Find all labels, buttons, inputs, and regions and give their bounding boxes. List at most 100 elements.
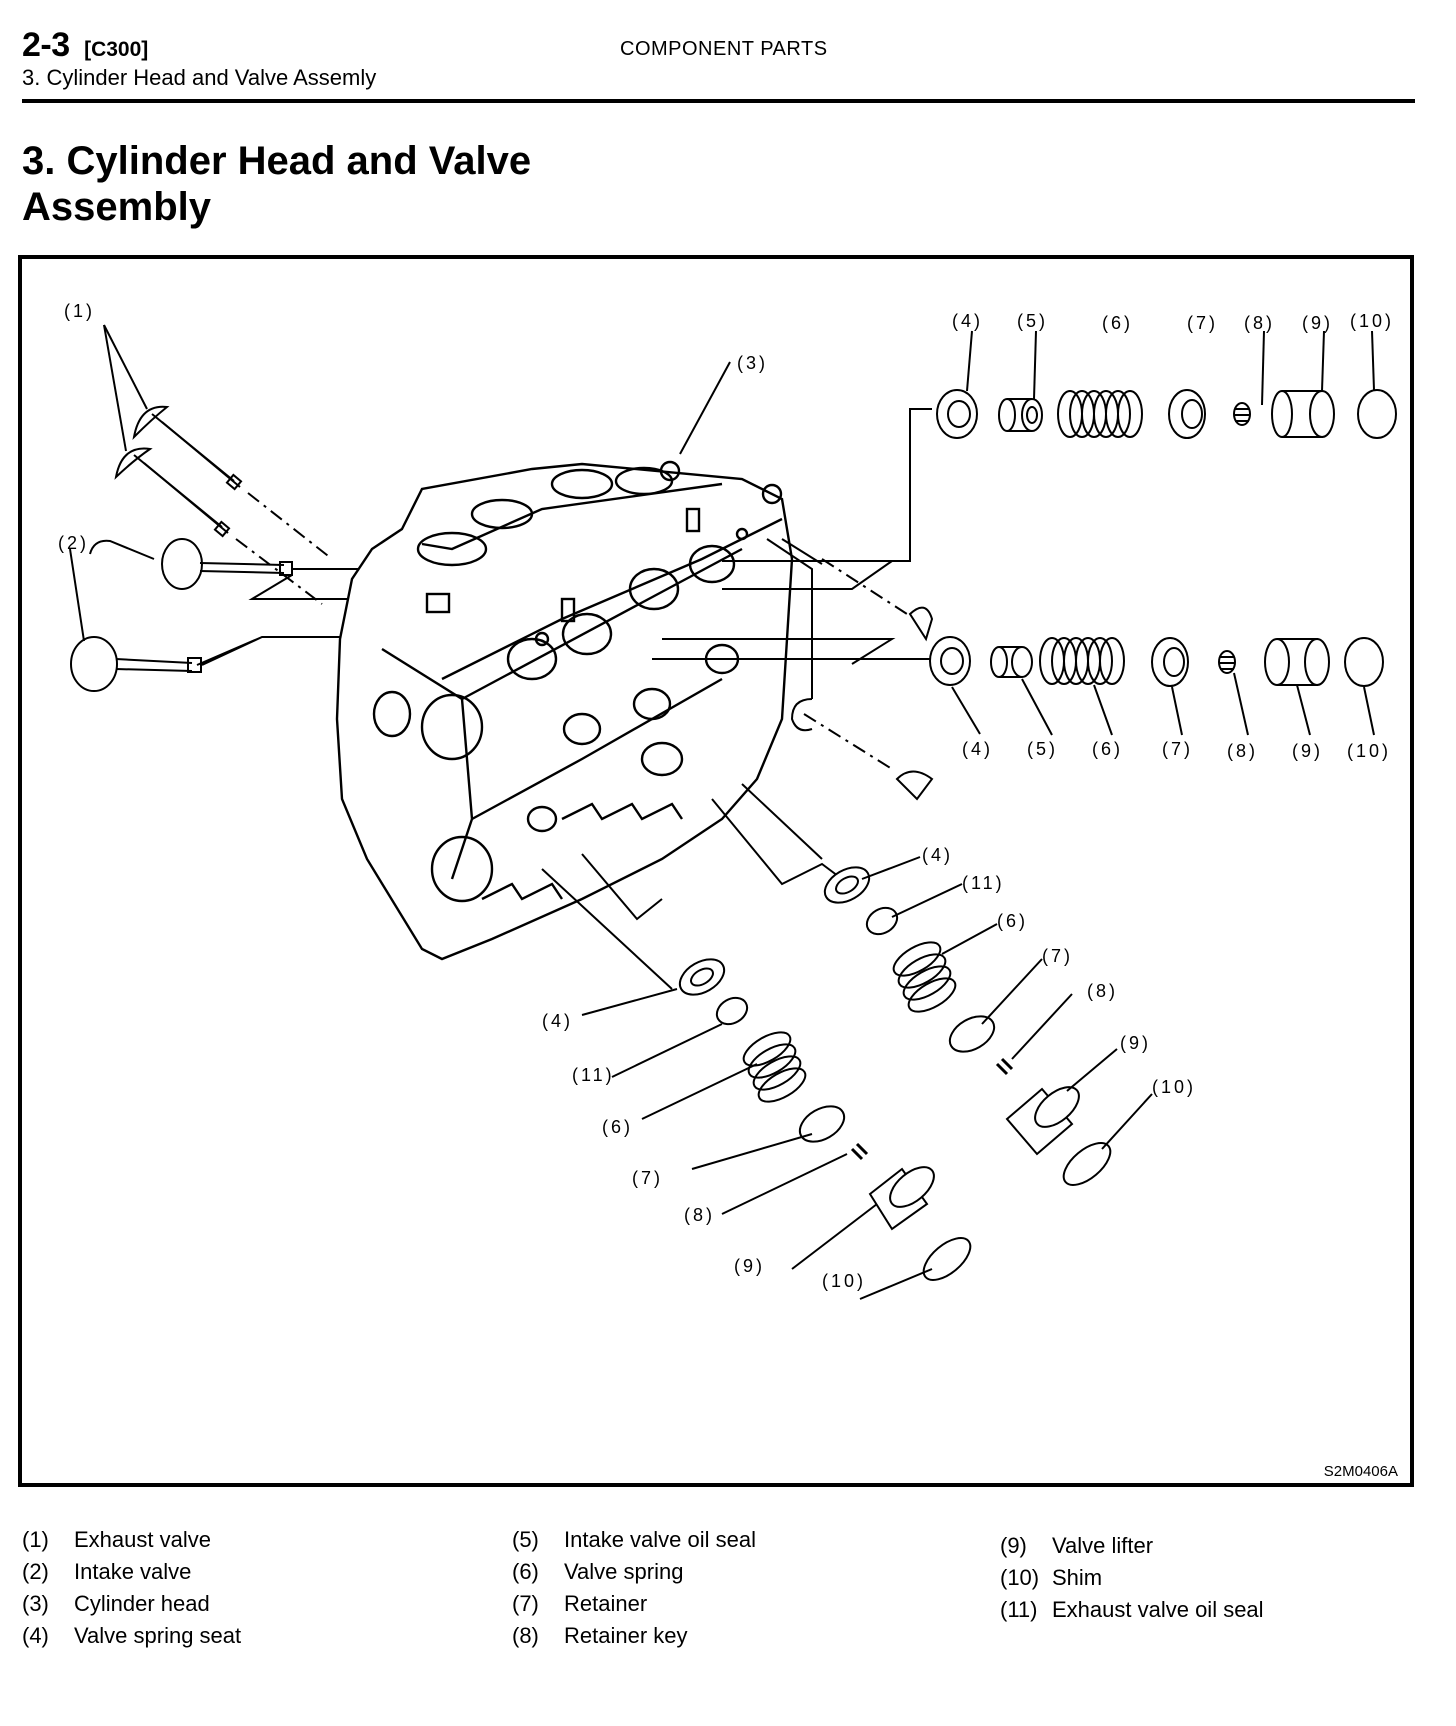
exploded-diagram: (1) (2) (3) (4) (5) (6) (7) (8) (9) (10)… xyxy=(58,301,1397,1300)
legend-number: (8) xyxy=(512,1623,539,1648)
exhaust-valve-1 xyxy=(132,405,243,491)
top-retainer xyxy=(1168,389,1206,439)
callout-mid-9: (9) xyxy=(1292,741,1323,761)
legend-item: (3) Cylinder head xyxy=(22,1588,241,1620)
legend-item: (4)Valve spring seat xyxy=(22,1620,241,1652)
exhaust-valve-2 xyxy=(114,447,231,538)
callout-right-9: (9) xyxy=(1120,1033,1151,1053)
right-valve-spring xyxy=(892,941,957,1013)
bottom-shim xyxy=(922,1237,972,1281)
right-retainer-key xyxy=(995,1057,1014,1076)
right-retainer xyxy=(948,1015,996,1053)
legend-number: (7) xyxy=(512,1591,539,1616)
legend-label: Cylinder head xyxy=(74,1591,210,1616)
top-valve-lifter xyxy=(1271,390,1335,438)
mid-valve-lifter xyxy=(1264,638,1330,686)
exploded-view-figure: (1) (2) (3) (4) (5) (6) (7) (8) (9) (10)… xyxy=(18,255,1414,1487)
legend-label: Exhaust valve xyxy=(74,1527,211,1552)
mid-retainer xyxy=(1151,637,1189,687)
title-line-2: Assembly xyxy=(22,185,211,229)
legend-label: Retainer xyxy=(564,1591,648,1616)
bottom-valve-spring xyxy=(742,1031,807,1103)
bottom-valve-lifter xyxy=(868,1166,935,1231)
legend-number: (1) xyxy=(22,1527,49,1552)
retainer-key-wedge-lower xyxy=(895,770,934,801)
page-number: 2-3 xyxy=(22,26,70,64)
callout-right-6: (6) xyxy=(997,911,1028,931)
top-valve-spring-seat xyxy=(936,389,978,439)
bottom-exhaust-valve-oil-seal xyxy=(715,996,749,1026)
callout-top-7: (7) xyxy=(1187,313,1218,333)
callout-right-4: (4) xyxy=(922,845,953,865)
callout-bottom-6: (6) xyxy=(602,1117,633,1137)
callout-3: (3) xyxy=(737,353,768,373)
callout-right-11: (11) xyxy=(962,873,1005,893)
mid-shim xyxy=(1344,637,1384,687)
mid-intake-valve-oil-seal xyxy=(990,646,1033,678)
legend-item: (6) Valve spring xyxy=(512,1556,756,1588)
legend-number: (10) xyxy=(1000,1565,1040,1590)
callout-top-4: (4) xyxy=(952,311,983,331)
mid-valve-spring xyxy=(1039,637,1125,685)
section-header: COMPONENT PARTS xyxy=(620,38,828,60)
callout-right-8: (8) xyxy=(1087,981,1118,1001)
legend-number: (6) xyxy=(512,1559,539,1584)
legend-column-1: (1) Exhaust valve (2) Intake valve (3) Cyli… xyxy=(22,1524,241,1652)
legend-number: (3) xyxy=(22,1591,49,1616)
legend-column-2: (5)Intake valve oil seal (6) Valve spring… xyxy=(512,1524,756,1652)
right-shim xyxy=(1062,1142,1112,1186)
legend-item: (11) Exhaust valve oil seal xyxy=(1000,1594,1264,1626)
top-intake-valve-oil-seal xyxy=(998,398,1043,432)
legend-number: (2) xyxy=(22,1559,49,1584)
callout-mid-4: (4) xyxy=(962,739,993,759)
legend-item: (1) Exhaust valve xyxy=(22,1524,241,1556)
legend-item: (8) Retainer key xyxy=(512,1620,756,1652)
legend-item: (7) Retainer xyxy=(512,1588,756,1620)
bottom-retainer-key xyxy=(850,1142,869,1161)
cylinder-head xyxy=(335,460,794,961)
callout-mid-10: (10) xyxy=(1347,741,1391,761)
title-line-1: 3. Cylinder Head and Valve xyxy=(22,139,532,183)
legend-label: Intake valve oil seal xyxy=(564,1527,756,1552)
legend-label: Shim xyxy=(1052,1565,1103,1590)
callout-bottom-9: (9) xyxy=(734,1256,765,1276)
bottom-valve-spring-seat xyxy=(678,958,726,996)
callout-right-7: (7) xyxy=(1042,946,1073,966)
legend-item: (9)Valve lifter xyxy=(1000,1530,1264,1562)
callout-1: (1) xyxy=(64,301,95,321)
right-valve-spring-seat xyxy=(823,866,871,904)
legend-label: Valve spring xyxy=(564,1559,684,1584)
page-title: 3. Cylinder Head and Valve Assembly xyxy=(22,138,531,230)
legend-item: (10) Shim xyxy=(1000,1562,1264,1594)
figure-code: S2M0406A xyxy=(1323,1463,1398,1480)
right-valve-lifter xyxy=(1005,1086,1080,1156)
section-code: [C300] xyxy=(84,38,149,61)
callout-bottom-11: (11) xyxy=(572,1065,615,1085)
page-header: 2-3 [C300] 3. Cylinder Head and Valve As… xyxy=(22,26,376,91)
callout-labels: (1) (2) (3) (4) (5) (6) (7) (8) (9) (10)… xyxy=(58,301,1394,1291)
callout-top-10: (10) xyxy=(1350,311,1394,331)
callout-mid-7: (7) xyxy=(1162,739,1193,759)
callout-top-8: (8) xyxy=(1244,313,1275,333)
top-valve-spring xyxy=(1057,390,1143,438)
right-exhaust-valve-oil-seal xyxy=(865,906,899,936)
breadcrumb: 3. Cylinder Head and Valve Assemly xyxy=(22,65,377,90)
legend-label: Retainer key xyxy=(564,1623,688,1648)
header-rule xyxy=(22,99,1415,103)
callout-top-6: (6) xyxy=(1102,313,1133,333)
intake-valve-1 xyxy=(161,538,293,590)
legend-item: (2) Intake valve xyxy=(22,1556,241,1588)
legend-label: Valve lifter xyxy=(1052,1533,1154,1558)
mid-retainer-key xyxy=(1218,650,1236,674)
legend-label: Exhaust valve oil seal xyxy=(1052,1597,1264,1622)
legend-item: (5)Intake valve oil seal xyxy=(512,1524,756,1556)
bottom-retainer xyxy=(798,1105,846,1143)
callout-top-5: (5) xyxy=(1017,311,1048,331)
callout-bottom-4: (4) xyxy=(542,1011,573,1031)
legend-number: (11) xyxy=(1000,1597,1038,1622)
callout-bottom-10: (10) xyxy=(822,1271,866,1291)
legend-number: (4) xyxy=(22,1623,49,1648)
legend-label: Intake valve xyxy=(74,1559,192,1584)
mid-valve-spring-seat xyxy=(929,636,971,686)
callout-2: (2) xyxy=(58,533,89,553)
